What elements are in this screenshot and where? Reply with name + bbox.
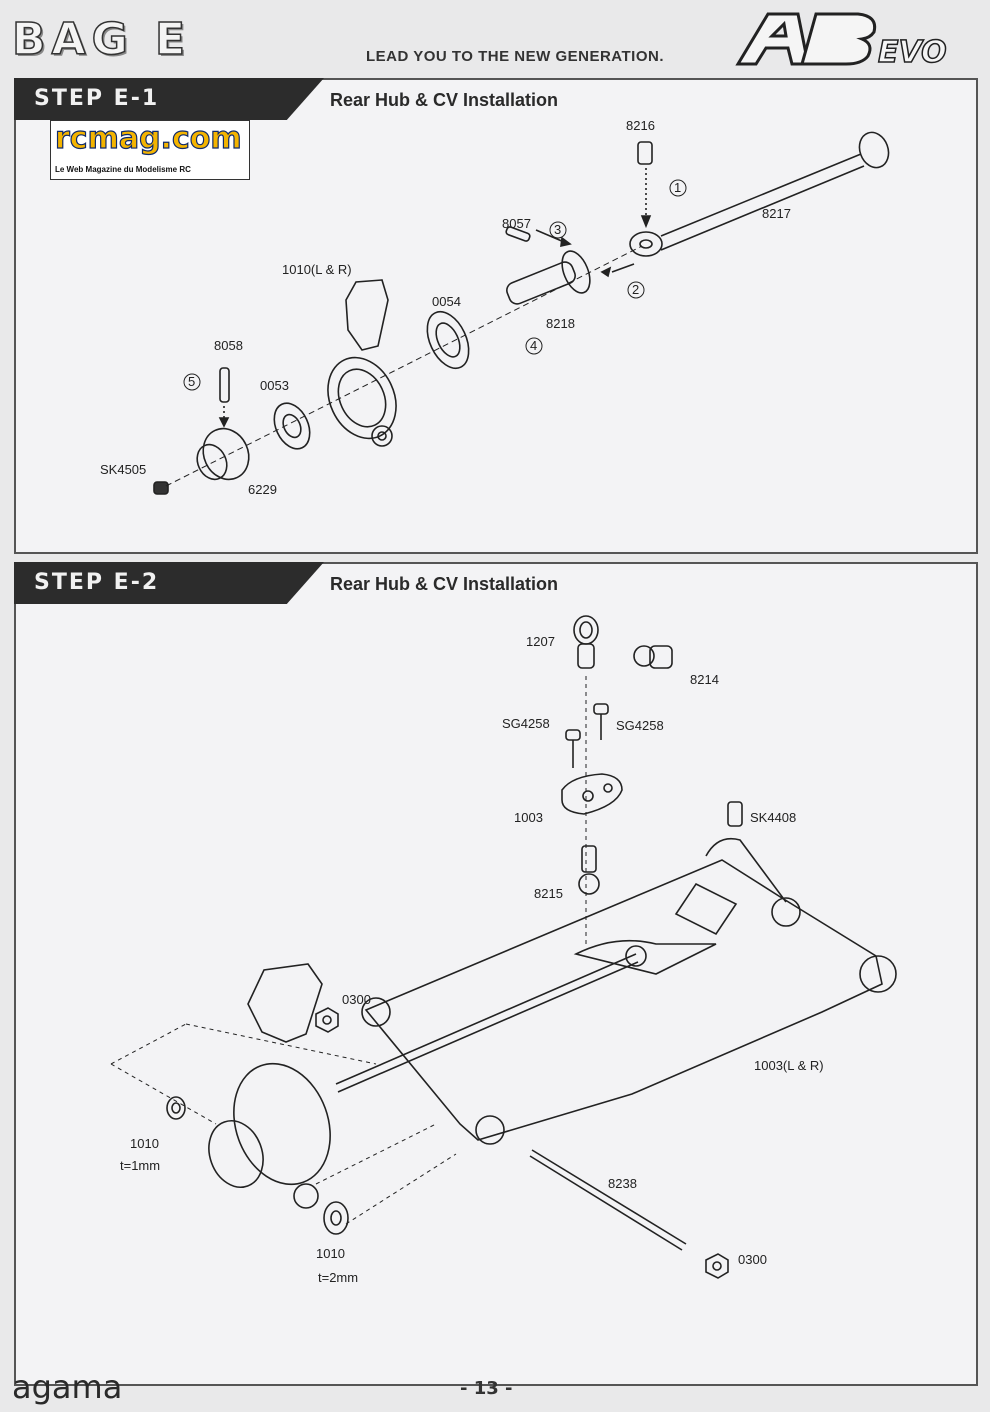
svg-text:0053: 0053	[260, 378, 289, 393]
pin-8058-part	[218, 367, 230, 428]
screw-sg4258-left-part	[565, 729, 581, 768]
bag-title: BAG E	[11, 13, 192, 66]
step-e1-callouts: 8216 1 8217 8057 3 2 1010(L & R) 0054 82…	[100, 118, 791, 497]
step-e1-title: Rear Hub & CV Installation	[330, 90, 559, 110]
step-e1-tab: STEP E-1	[14, 78, 324, 120]
svg-text:8057: 8057	[502, 216, 531, 231]
hinge-pin-8238-part	[529, 1149, 687, 1251]
washer-1010-1mm-part	[166, 1096, 186, 1120]
axle-8218-part	[506, 250, 635, 305]
svg-text:1010(L & R): 1010(L & R)	[282, 262, 352, 277]
hub-carrier-assembled-part	[208, 963, 331, 1209]
svg-text:t=2mm: t=2mm	[318, 1270, 358, 1285]
step-e2-panel: STEP E-2 Rear Hub & CV Installation	[14, 562, 978, 1386]
bearing-0053-part	[273, 402, 311, 450]
svg-text:SG4258: SG4258	[616, 718, 664, 733]
step-e2-title: Rear Hub & CV Installation	[330, 574, 559, 594]
ball-stud-8215-part	[578, 845, 600, 895]
header-slogan: LEAD YOU TO THE NEW GENERATION.	[366, 48, 665, 65]
svg-text:1: 1	[674, 180, 681, 195]
svg-text:8215: 8215	[534, 886, 563, 901]
svg-text:8238: 8238	[608, 1176, 637, 1191]
svg-text:1010: 1010	[130, 1136, 159, 1151]
svg-text:8217: 8217	[762, 206, 791, 221]
svg-text:5: 5	[188, 374, 195, 389]
page-number: - 13 -	[460, 1378, 513, 1399]
step-e1-diagram: 8216 1 8217 8057 3 2 1010(L & R) 0054 82…	[100, 118, 890, 497]
step-e2-diagram: 1207 8214 SG4258 SG4258 1003 SK4408 8215…	[110, 615, 897, 1285]
washer-1010-2mm-part	[323, 1201, 349, 1235]
pin-8216-part	[637, 141, 653, 229]
rcmag-watermark: rcmag.com Le Web Magazine du Modelisme R…	[50, 120, 250, 180]
nut-0300-top-part	[315, 1007, 339, 1033]
rcmag-site: rcmag.com	[54, 120, 242, 156]
step-e2-tab: STEP E-2	[14, 562, 324, 604]
pin-8057-part	[505, 226, 572, 248]
agama-logo: agama	[12, 1368, 123, 1406]
svg-text:6229: 6229	[248, 482, 277, 497]
a8evo-logo: EVO	[728, 6, 980, 71]
svg-text:1003: 1003	[514, 810, 543, 825]
screw-sg4258-right-part	[593, 703, 609, 740]
svg-text:0300: 0300	[738, 1252, 767, 1267]
svg-text:t=1mm: t=1mm	[120, 1158, 160, 1173]
svg-text:0300: 0300	[342, 992, 371, 1007]
ball-8214-part	[633, 645, 673, 669]
svg-text:3: 3	[554, 222, 561, 237]
svg-text:8214: 8214	[690, 672, 719, 687]
svg-text:SK4408: SK4408	[750, 810, 796, 825]
nut-0300-bottom-part	[705, 1253, 729, 1279]
svg-text:SK4505: SK4505	[100, 462, 146, 477]
hub-carrier-1010-part	[327, 279, 397, 447]
driveshaft-assembled-part	[335, 945, 647, 1093]
step-e2-callouts: 1207 8214 SG4258 SG4258 1003 SK4408 8215…	[120, 634, 824, 1285]
svg-text:8058: 8058	[214, 338, 243, 353]
set-screw-sk4408-part	[727, 801, 743, 827]
svg-text:1207: 1207	[526, 634, 555, 649]
svg-text:EVO: EVO	[878, 35, 947, 70]
rcmag-tagline: Le Web Magazine du Modelisme RC	[55, 165, 191, 174]
mount-1003-part	[561, 773, 623, 815]
set-screw-sk4505-part	[153, 481, 169, 495]
cv-driveshaft-part	[629, 131, 890, 257]
svg-text:1010: 1010	[316, 1246, 345, 1261]
lower-arm-1003-part	[361, 837, 897, 1145]
svg-text:8218: 8218	[546, 316, 575, 331]
bearing-0054-part	[426, 310, 470, 370]
rod-end-1207-part	[573, 615, 599, 669]
svg-text:0054: 0054	[432, 294, 461, 309]
axle-6229-part	[196, 427, 250, 481]
svg-text:1003(L & R): 1003(L & R)	[754, 1058, 824, 1073]
svg-text:2: 2	[632, 282, 639, 297]
svg-text:4: 4	[530, 338, 537, 353]
svg-text:8216: 8216	[626, 118, 655, 133]
svg-text:SG4258: SG4258	[502, 716, 550, 731]
